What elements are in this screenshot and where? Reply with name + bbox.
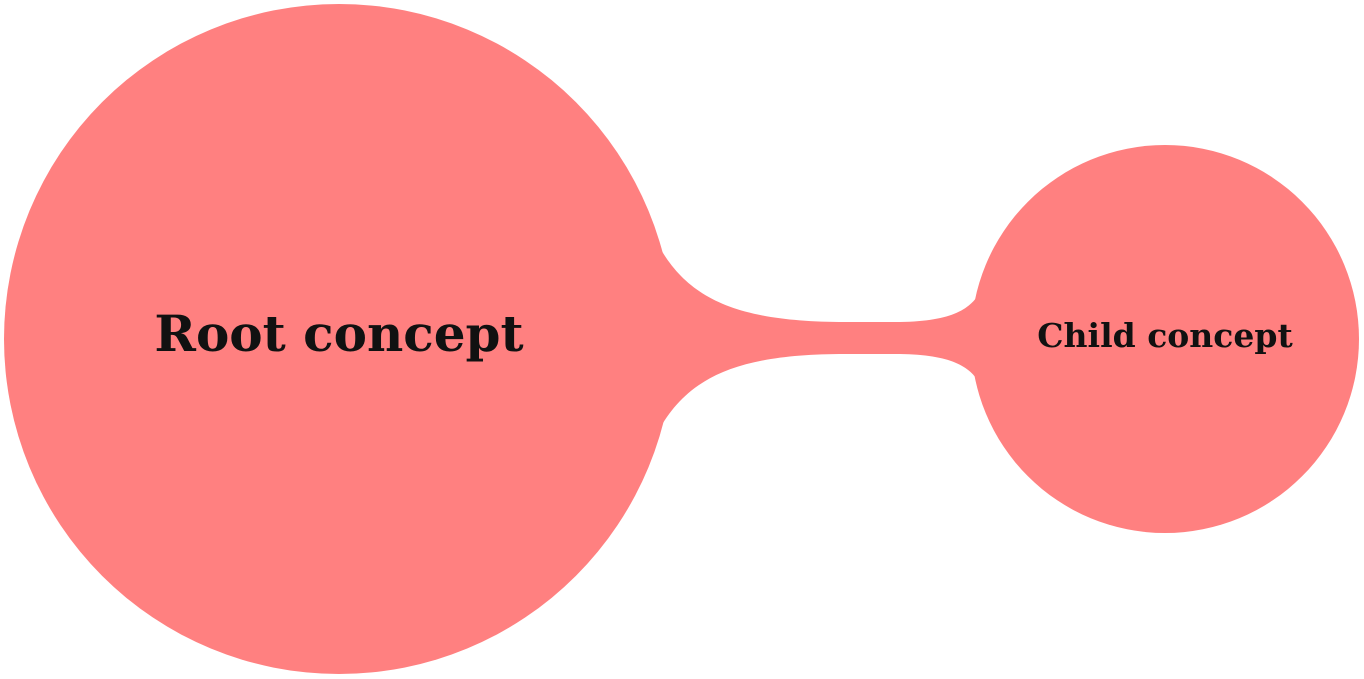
child-concept-label: Child concept xyxy=(1037,316,1293,355)
root-child-connector xyxy=(660,248,980,428)
root-concept-label: Root concept xyxy=(154,304,523,363)
root-concept-node xyxy=(4,4,674,674)
child-concept-node xyxy=(971,145,1359,533)
